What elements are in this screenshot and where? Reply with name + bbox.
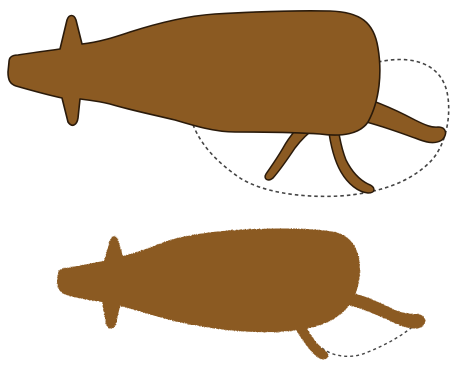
bottom-figure: [57, 228, 425, 359]
bottom-hind-leg: [348, 292, 425, 329]
bottom-body: [57, 228, 360, 332]
top-body: [8, 11, 380, 135]
top-hind-leg-upper: [366, 100, 445, 143]
top-figure: [8, 11, 449, 197]
bottom-dashed-outline: [322, 322, 418, 356]
